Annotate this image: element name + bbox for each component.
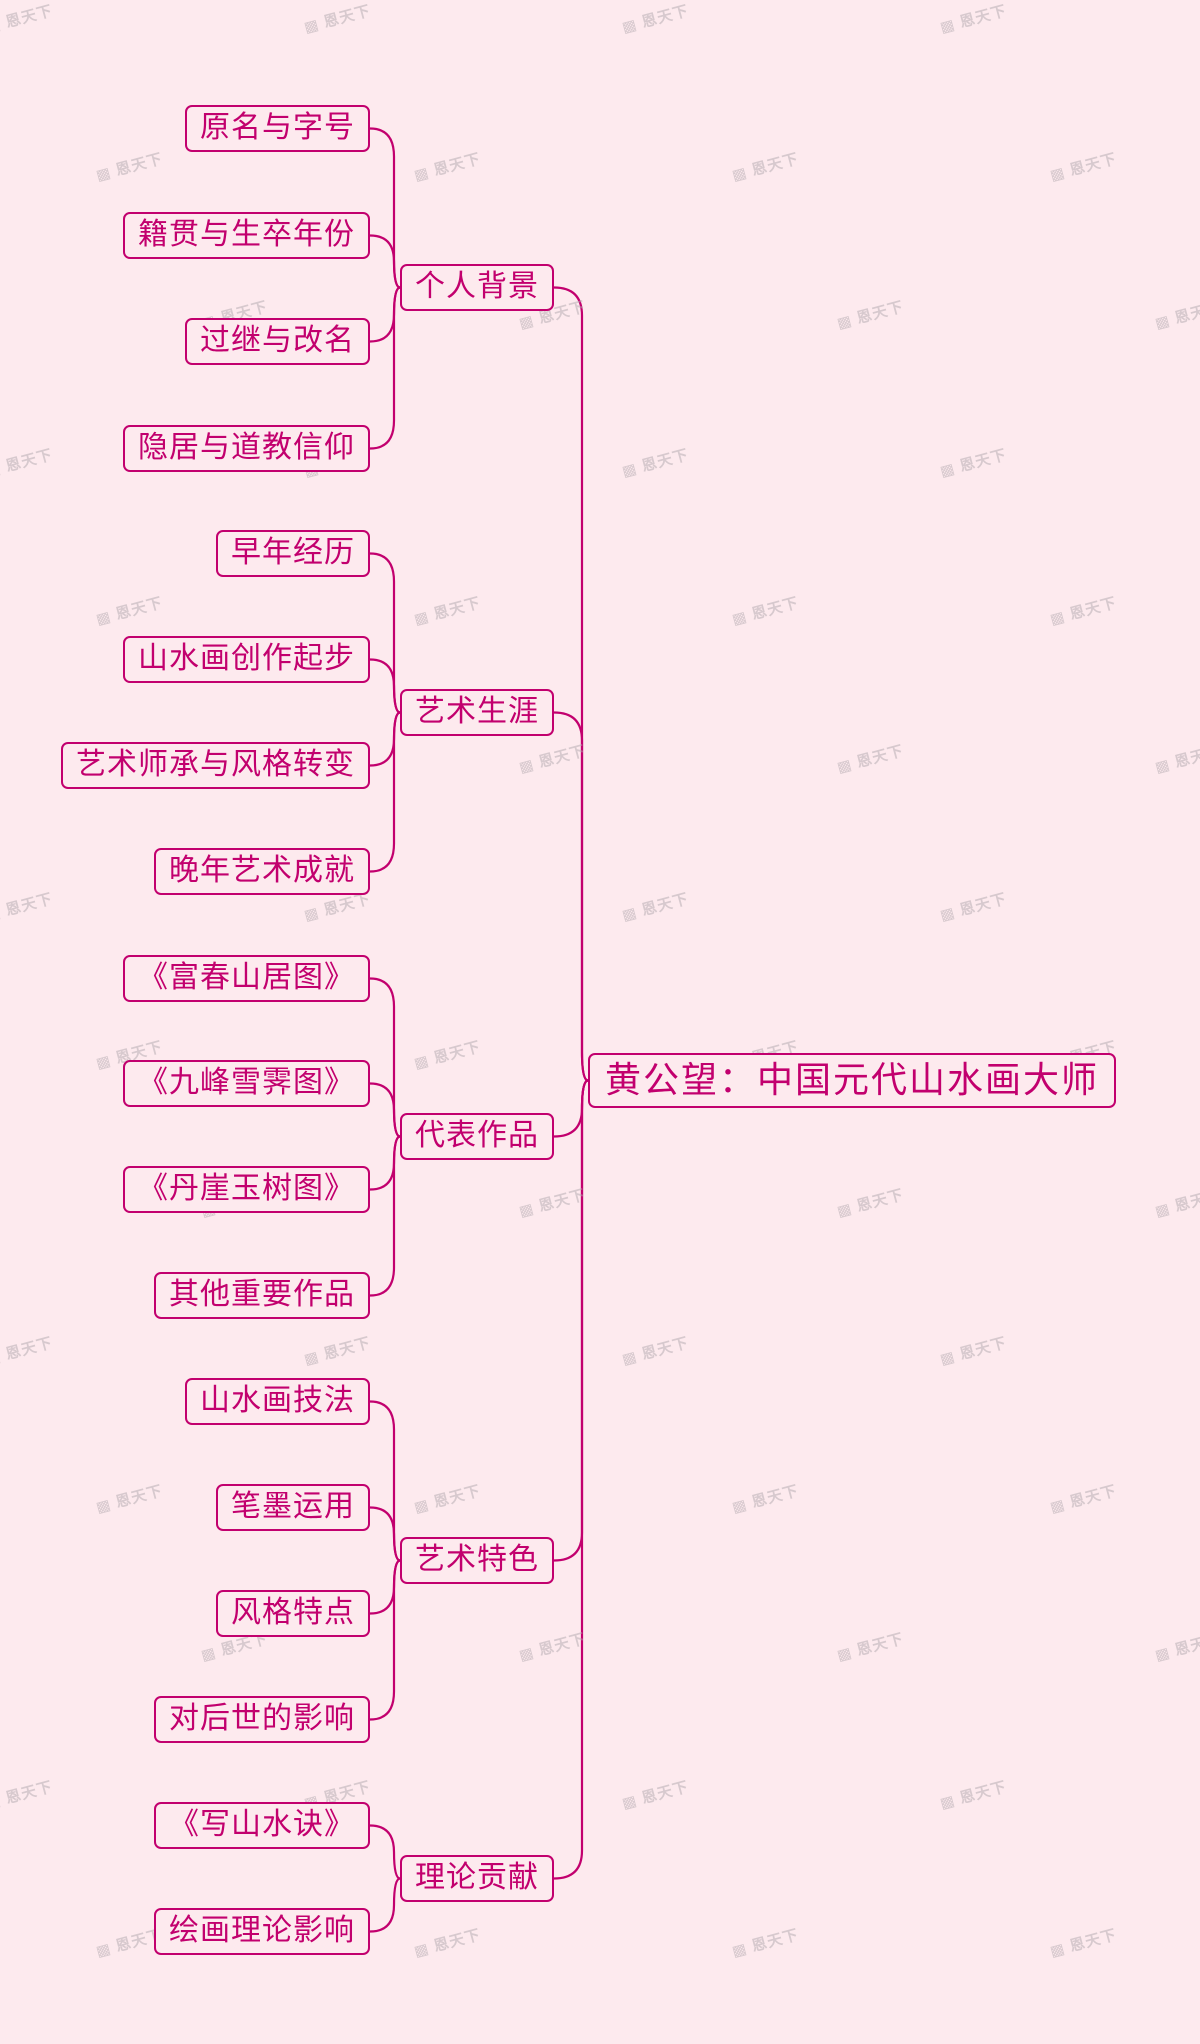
connector-line bbox=[368, 286, 402, 450]
connector-line bbox=[368, 1506, 402, 1562]
watermark: ▩ 恩天下 bbox=[1153, 298, 1200, 333]
connector-line bbox=[368, 1082, 402, 1138]
leaf-nine-peaks-snow-painting[interactable]: 《九峰雪霁图》 bbox=[123, 1060, 370, 1107]
watermark: ▩ 恩天下 bbox=[1153, 742, 1200, 777]
watermark: ▩ 恩天下 bbox=[620, 1778, 691, 1813]
leaf-other-important-works[interactable]: 其他重要作品 bbox=[154, 1272, 370, 1319]
watermark: ▩ 恩天下 bbox=[620, 1334, 691, 1369]
connector-line bbox=[368, 1559, 402, 1615]
watermark: ▩ 恩天下 bbox=[938, 1334, 1009, 1369]
watermark: ▩ 恩天下 bbox=[412, 1926, 483, 1961]
connector-line bbox=[368, 234, 402, 289]
watermark: ▩ 恩天下 bbox=[835, 742, 906, 777]
leaf-mentorship-and-style-change[interactable]: 艺术师承与风格转变 bbox=[61, 742, 370, 789]
leaf-landscape-painting-start[interactable]: 山水画创作起步 bbox=[123, 636, 370, 683]
watermark: ▩ 恩天下 bbox=[0, 1778, 55, 1813]
branch-personal-background[interactable]: 个人背景 bbox=[400, 264, 554, 311]
watermark: ▩ 恩天下 bbox=[517, 1630, 588, 1665]
watermark: ▩ 恩天下 bbox=[620, 2, 691, 37]
leaf-fuchun-mountains-painting[interactable]: 《富春山居图》 bbox=[123, 955, 370, 1002]
watermark: ▩ 恩天下 bbox=[517, 742, 588, 777]
watermark: ▩ 恩天下 bbox=[0, 446, 55, 481]
watermark: ▩ 恩天下 bbox=[412, 1038, 483, 1073]
connector-line bbox=[552, 286, 590, 1082]
watermark: ▩ 恩天下 bbox=[517, 1186, 588, 1221]
connector-line bbox=[368, 127, 402, 289]
connector-line bbox=[368, 1559, 402, 1721]
watermark: ▩ 恩天下 bbox=[730, 1482, 801, 1517]
watermark: ▩ 恩天下 bbox=[938, 890, 1009, 925]
watermark: ▩ 恩天下 bbox=[412, 1482, 483, 1517]
branch-artistic-features[interactable]: 艺术特色 bbox=[400, 1537, 554, 1584]
connector-line bbox=[552, 711, 590, 1082]
watermark: ▩ 恩天下 bbox=[302, 1334, 373, 1369]
connector-line bbox=[552, 1079, 590, 1138]
watermark: ▩ 恩天下 bbox=[0, 1334, 55, 1369]
watermark: ▩ 恩天下 bbox=[620, 890, 691, 925]
watermark: ▩ 恩天下 bbox=[0, 890, 55, 925]
connector-line bbox=[368, 1877, 402, 1933]
leaf-adoption-and-renaming[interactable]: 过继与改名 bbox=[185, 318, 370, 365]
connector-line bbox=[368, 1824, 402, 1880]
root-node[interactable]: 黄公望：中国元代山水画大师 bbox=[588, 1053, 1117, 1109]
branch-representative-works[interactable]: 代表作品 bbox=[400, 1113, 554, 1160]
watermark: ▩ 恩天下 bbox=[1048, 1482, 1119, 1517]
watermark: ▩ 恩天下 bbox=[94, 594, 165, 629]
leaf-birthplace-and-dates[interactable]: 籍贯与生卒年份 bbox=[123, 212, 370, 259]
watermark: ▩ 恩天下 bbox=[938, 1778, 1009, 1813]
connector-line bbox=[368, 711, 402, 873]
watermark: ▩ 恩天下 bbox=[620, 446, 691, 481]
connector-line bbox=[368, 1135, 402, 1191]
connector-line bbox=[552, 1079, 590, 1562]
leaf-brush-and-ink-use[interactable]: 笔墨运用 bbox=[216, 1484, 370, 1531]
connector-line bbox=[368, 977, 402, 1138]
watermark: ▩ 恩天下 bbox=[1048, 150, 1119, 185]
connector-line bbox=[368, 286, 402, 343]
watermark: ▩ 恩天下 bbox=[938, 2, 1009, 37]
leaf-late-artistic-achievements[interactable]: 晚年艺术成就 bbox=[154, 848, 370, 895]
connector-line bbox=[368, 658, 402, 714]
leaf-early-experience[interactable]: 早年经历 bbox=[216, 530, 370, 577]
watermark: ▩ 恩天下 bbox=[1153, 1630, 1200, 1665]
watermark: ▩ 恩天下 bbox=[412, 594, 483, 629]
branch-artistic-career[interactable]: 艺术生涯 bbox=[400, 689, 554, 736]
leaf-xieshanshuijue-treatise[interactable]: 《写山水诀》 bbox=[154, 1802, 370, 1849]
watermark: ▩ 恩天下 bbox=[1048, 1926, 1119, 1961]
leaf-style-traits[interactable]: 风格特点 bbox=[216, 1590, 370, 1637]
leaf-influence-on-later-generations[interactable]: 对后世的影响 bbox=[154, 1696, 370, 1743]
watermark: ▩ 恩天下 bbox=[938, 446, 1009, 481]
watermark: ▩ 恩天下 bbox=[835, 298, 906, 333]
connector-line bbox=[368, 711, 402, 767]
watermark: ▩ 恩天下 bbox=[412, 150, 483, 185]
leaf-original-name-and-courtesy[interactable]: 原名与字号 bbox=[185, 105, 370, 152]
watermark: ▩ 恩天下 bbox=[94, 1482, 165, 1517]
watermark: ▩ 恩天下 bbox=[94, 150, 165, 185]
watermark: ▩ 恩天下 bbox=[1153, 1186, 1200, 1221]
leaf-painting-theory-influence[interactable]: 绘画理论影响 bbox=[154, 1908, 370, 1955]
leaf-seclusion-and-taoism[interactable]: 隐居与道教信仰 bbox=[123, 425, 370, 472]
connector-line bbox=[368, 552, 402, 714]
connector-line bbox=[368, 1400, 402, 1562]
watermark: ▩ 恩天下 bbox=[835, 1186, 906, 1221]
watermark: ▩ 恩天下 bbox=[302, 2, 373, 37]
connector-line bbox=[368, 1135, 402, 1297]
watermark: ▩ 恩天下 bbox=[835, 1630, 906, 1665]
watermark: ▩ 恩天下 bbox=[730, 594, 801, 629]
watermark: ▩ 恩天下 bbox=[1048, 594, 1119, 629]
leaf-danya-jade-trees-painting[interactable]: 《丹崖玉树图》 bbox=[123, 1166, 370, 1213]
watermark: ▩ 恩天下 bbox=[0, 2, 55, 37]
branch-theoretical-contribution[interactable]: 理论贡献 bbox=[400, 1855, 554, 1902]
watermark: ▩ 恩天下 bbox=[730, 1926, 801, 1961]
watermark: ▩ 恩天下 bbox=[730, 150, 801, 185]
leaf-landscape-techniques[interactable]: 山水画技法 bbox=[185, 1378, 370, 1425]
